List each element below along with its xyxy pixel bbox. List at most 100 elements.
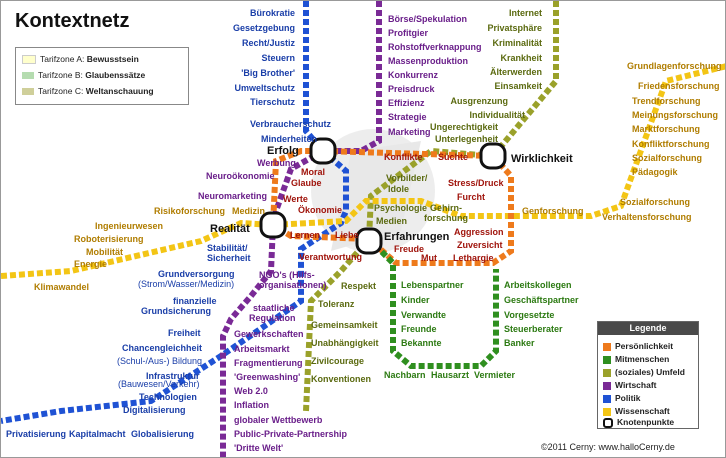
station: Freiheit xyxy=(168,328,201,338)
station: Infrastruktur xyxy=(146,371,200,381)
legend-swatch xyxy=(603,368,611,377)
legend-title: Legende xyxy=(598,322,698,335)
station: Konkurrenz xyxy=(388,70,439,80)
station: Ungerechtigkeit xyxy=(429,122,498,132)
station: Sozialforschung xyxy=(632,153,703,163)
station: Konventionen xyxy=(311,374,371,384)
station: Sozialforschung xyxy=(620,197,691,207)
station: Klimawandel xyxy=(34,282,90,292)
station: (Bauwesen/Verkehr) xyxy=(118,379,200,389)
station: Verwandte xyxy=(401,310,447,320)
station: Lernen xyxy=(290,230,321,240)
station: Respekt xyxy=(341,281,377,291)
station: Tierschutz xyxy=(250,97,295,107)
station: Web 2.0 xyxy=(234,386,268,396)
station: Rohstoffverknappung xyxy=(388,42,482,52)
station: Unabhängigkeit xyxy=(311,338,379,348)
station: Gemeinsamkeit xyxy=(311,320,378,330)
mitmenschen-line xyxy=(366,236,499,369)
tarifzone-c: Tarifzone C: Weltanschauung xyxy=(22,86,154,96)
station: Arbeitsmarkt xyxy=(234,344,290,354)
station: Arbeitskollegen xyxy=(504,280,572,290)
station: Recht/Justiz xyxy=(241,38,295,48)
station: Furcht xyxy=(457,192,485,202)
hub-erfolg-marker xyxy=(309,137,337,165)
station: Freude xyxy=(394,244,425,254)
station: Lethargie xyxy=(453,253,494,263)
station: Mobilität xyxy=(86,247,123,257)
tarifzone-b: Tarifzone B: Glaubenssätze xyxy=(22,70,145,80)
station: Börse/Spekulation xyxy=(388,14,468,24)
station: Grundsicherung xyxy=(141,306,212,316)
station: Freunde xyxy=(401,324,437,334)
station: Sicherheit xyxy=(207,253,251,263)
station: Privatsphäre xyxy=(487,23,542,33)
station: Minderheiten xyxy=(260,134,317,144)
copyright: ©2011 Cerny: www.halloCerny.de xyxy=(541,442,675,452)
station: Verhaltensforschung xyxy=(602,212,692,222)
station: Zuversicht xyxy=(457,240,503,250)
hub-wirklichkeit: Wirklichkeit xyxy=(511,153,573,165)
station: Roboterisierung xyxy=(74,234,144,244)
station: Kapitalmacht xyxy=(69,429,126,439)
station: Älterwerden xyxy=(489,67,542,77)
station: Pädagogik xyxy=(632,167,678,177)
station: Steuerberater xyxy=(504,324,563,334)
station: Inflation xyxy=(234,400,269,410)
station: Nachbarn xyxy=(384,370,426,380)
station: organisationen) xyxy=(259,280,327,290)
station: Moral xyxy=(301,167,326,177)
station: Umweltschutz xyxy=(234,83,295,93)
legend-swatch xyxy=(603,381,611,390)
legend-swatch xyxy=(603,342,611,351)
station: Gewerkschaften xyxy=(234,329,304,339)
station: Energie xyxy=(74,259,108,269)
station: Aggression xyxy=(454,227,504,237)
station: Idole xyxy=(388,184,410,194)
legend-item: Persönlichkeit xyxy=(603,341,673,351)
station: finanzielle xyxy=(173,296,217,306)
station: Toleranz xyxy=(318,299,355,309)
station: Stabilität/ xyxy=(207,243,248,253)
station: Profitgier xyxy=(388,28,429,38)
station: Bürokratie xyxy=(249,8,295,18)
station: Werbung xyxy=(257,158,296,168)
hub-realitaet: Realität xyxy=(210,223,250,235)
station: Friedensforschung xyxy=(638,81,720,91)
station: Psychologie xyxy=(374,203,428,213)
station: Marktforschung xyxy=(632,124,701,134)
page-title: Kontextnetz xyxy=(15,10,130,32)
station: Liebe xyxy=(335,230,359,240)
station: Digitalisierung xyxy=(123,405,186,415)
legend-swatch xyxy=(603,355,611,364)
station: Strategie xyxy=(388,112,427,122)
station: Medien xyxy=(376,216,408,226)
legend-swatch xyxy=(603,394,611,403)
station: Internet xyxy=(508,8,542,18)
station: Individualität xyxy=(469,110,525,120)
station: Verbraucherschutz xyxy=(249,119,331,129)
station: Konflikte xyxy=(384,152,423,162)
hub-erfahrungen: Erfahrungen xyxy=(384,231,450,243)
station: Vorbilder/ xyxy=(386,173,428,183)
wirtschaft-line xyxy=(220,1,382,457)
station: Lebenspartner xyxy=(401,280,464,290)
station: 'Greenwashing' xyxy=(234,372,301,382)
hub-erfolg: Erfolg xyxy=(267,145,299,157)
station: Chancengleichheit xyxy=(122,343,203,353)
station: Mut xyxy=(421,253,437,263)
station: (Strom/Wasser/Medizin) xyxy=(138,279,235,289)
station: Glaube xyxy=(291,178,322,188)
station: Massenproduktion xyxy=(388,56,469,66)
station: Krankheit xyxy=(500,53,542,63)
station: Banker xyxy=(504,338,535,348)
legend-item: (soziales) Umfeld xyxy=(603,367,685,377)
legend-item: Politik xyxy=(603,393,641,403)
station: Neuromarketing xyxy=(198,191,268,201)
station: Genforschung xyxy=(522,206,584,216)
wissenschaft-line xyxy=(1,63,725,279)
station: Stress/Druck xyxy=(448,178,504,188)
legend: Legende Persönlichkeit Mitmenschen (sozi… xyxy=(597,321,699,429)
legend-swatch xyxy=(603,407,611,416)
